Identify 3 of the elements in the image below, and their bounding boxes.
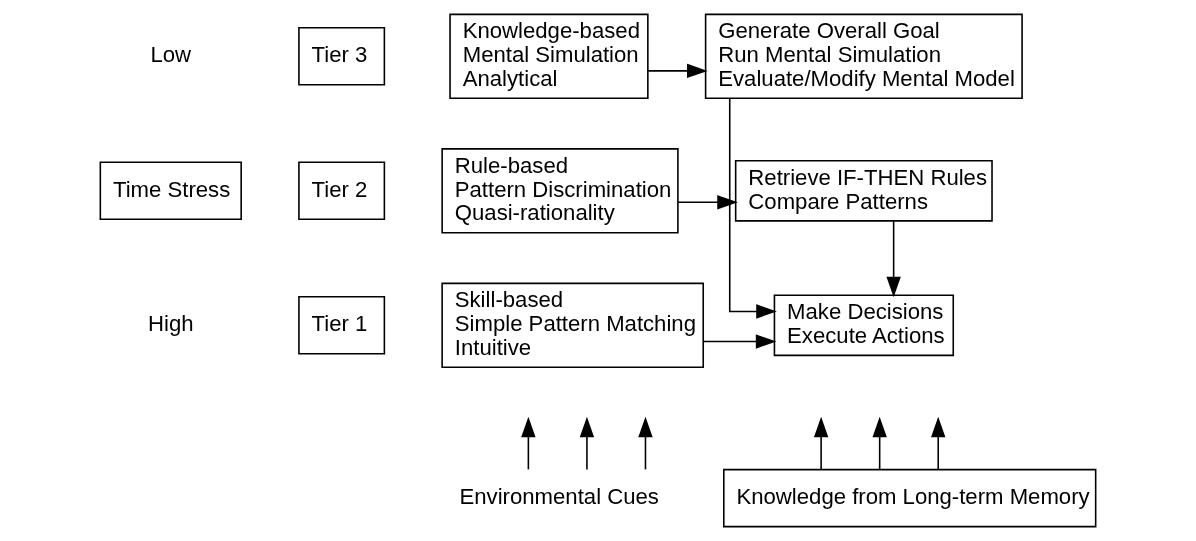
label: High xyxy=(147,311,194,337)
label: Low xyxy=(150,42,192,68)
node-text: Environmental Cues xyxy=(459,484,659,509)
